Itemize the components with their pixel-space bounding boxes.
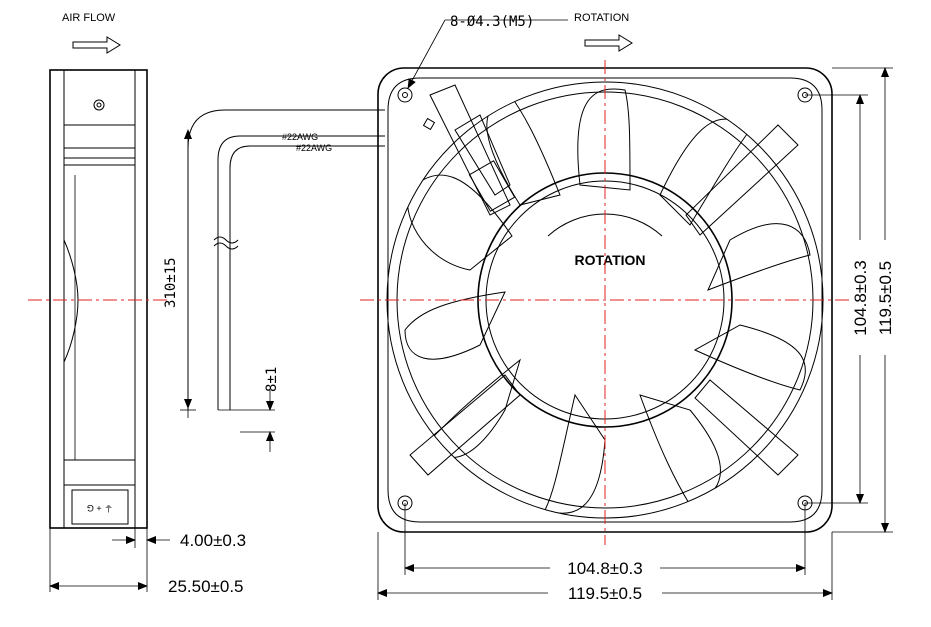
side-screw-icon xyxy=(93,99,105,111)
lead-wires: 310±15 #22AWG #22AWG 8±1 xyxy=(163,109,385,452)
flange-thickness-dim: 4.00±0.3 xyxy=(180,531,246,550)
mount-holes-callout: 8-Ø4.3(M5) xyxy=(450,14,534,30)
side-view: AIR FLOW ⏚ + G 4.00±0.3 xyxy=(28,12,246,596)
rotation-arrow-icon xyxy=(584,34,633,52)
side-bottom-block xyxy=(63,484,136,529)
wire-awg-label-1: #22AWG xyxy=(282,132,318,142)
air-flow-label: AIR FLOW xyxy=(62,12,116,24)
fan-depth-dim: 25.50±0.5 xyxy=(168,577,244,596)
frame-struts xyxy=(409,84,799,476)
wire-awg-label-2: #22AWG xyxy=(296,143,332,153)
side-label-plate xyxy=(71,489,129,525)
lead-length-dim: 310±15 xyxy=(163,257,179,308)
label-symbols: ⏚ + G xyxy=(87,503,113,513)
rotation-hub-label: ROTATION xyxy=(574,252,645,268)
front-view: ROTATION xyxy=(360,12,895,603)
rotation-top-label: ROTATION xyxy=(574,12,629,24)
hole-spacing-h-dim: 104.8±0.3 xyxy=(567,559,643,578)
side-frame xyxy=(49,69,148,529)
strip-length-dim: 8±1 xyxy=(264,367,280,392)
overall-height-dim: 119.5±0.5 xyxy=(876,261,895,335)
wire-connector xyxy=(468,160,516,212)
hole-spacing-v-dim: 104.8±0.3 xyxy=(851,260,870,336)
side-top-block xyxy=(63,69,136,159)
overall-width-dim: 119.5±0.5 xyxy=(568,584,642,603)
air-flow-arrow-icon xyxy=(72,36,121,54)
mount-hole-icon xyxy=(397,87,413,103)
